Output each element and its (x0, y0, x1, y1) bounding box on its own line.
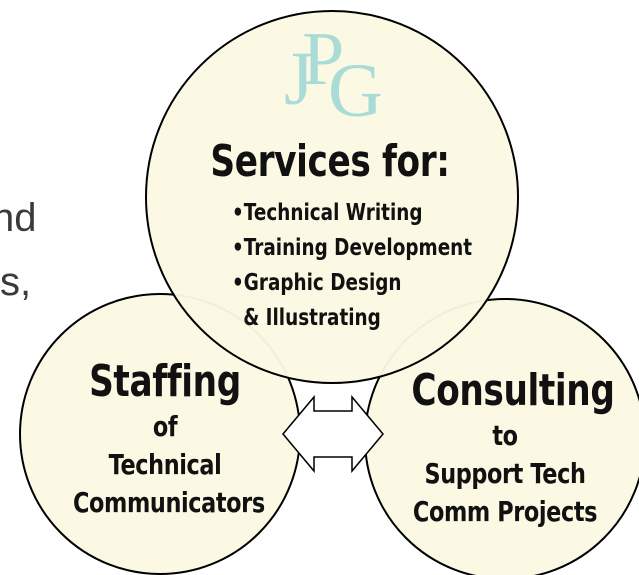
svg-text:J: J (284, 37, 314, 120)
consulting-line: Support Tech (424, 457, 586, 490)
staffing-line: of (152, 410, 178, 443)
staffing-title: Staffing (89, 356, 241, 407)
background-text-fragment: s, (0, 260, 32, 304)
svg-text:P: P (302, 20, 344, 101)
consulting-title: Consulting (411, 365, 615, 416)
svg-text:G: G (328, 49, 383, 120)
jpg-logo: J P G (262, 17, 402, 133)
consulting-block: Consulting to Support Tech Comm Projects (385, 365, 625, 531)
services-title: Services for: (210, 136, 450, 187)
list-item: •Technical Writing (232, 200, 423, 226)
double-arrow-icon (282, 394, 384, 474)
list-item: •Graphic Design (232, 270, 402, 296)
staffing-block: Staffing of Technical Communicators (50, 356, 280, 522)
consulting-line: to (492, 419, 518, 452)
list-item: •Training Development (232, 235, 473, 261)
consulting-line: Comm Projects (412, 495, 598, 528)
services-list: •Technical Writing •Training Development… (232, 196, 492, 336)
list-item: & Illustrating (243, 305, 381, 331)
background-text-fragment: nd (0, 196, 37, 240)
staffing-line: Technical (108, 448, 222, 481)
staffing-line: Communicators (73, 486, 265, 519)
services-circle (145, 10, 519, 384)
